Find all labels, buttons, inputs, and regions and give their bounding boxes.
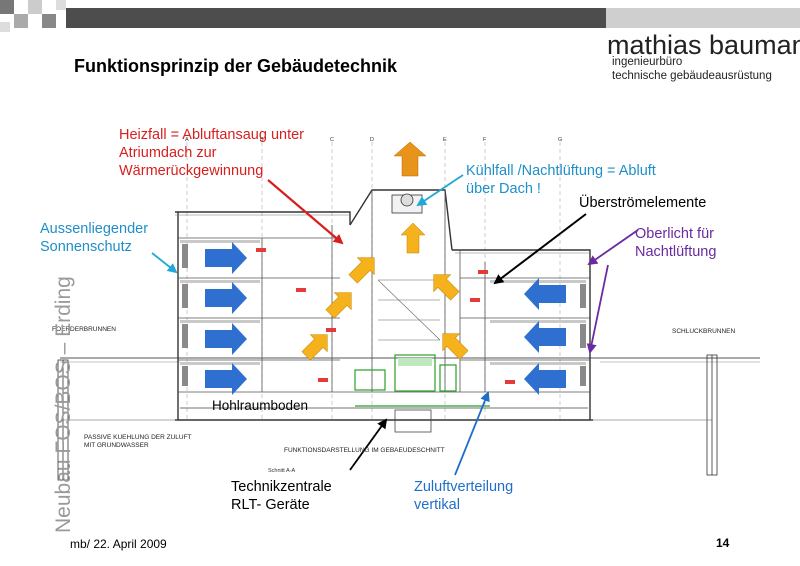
top-decor-bar	[0, 0, 800, 32]
yellow-arrows-group	[301, 222, 469, 361]
label-zuluft-line-2: vertikal	[414, 497, 460, 513]
label-kuehlfall-line-1: Kühlfall /Nachtlüftung = Abluft	[466, 163, 656, 179]
zuluft-pointer	[454, 391, 490, 476]
vertical-project-name: Neubau FOS/BOS – Erding	[52, 276, 75, 533]
yellow-arrow-5	[433, 274, 460, 301]
label-heizfall-line-2: Atriumdach zur	[119, 145, 217, 161]
heizfall-pointer	[267, 179, 344, 245]
blue-arrow-7	[524, 363, 566, 395]
label-schnitt: Schnitt A-A	[268, 468, 296, 474]
blue-arrow-5	[524, 278, 566, 310]
label-ueberstroemelemente: Überströmelemente	[579, 195, 707, 211]
blue-arrow-1	[205, 242, 247, 274]
blue-arrows-group	[205, 242, 566, 395]
label-funktion: FUNKTIONSDARSTELLUNG IM GEBAEUDESCHNITT	[284, 447, 445, 454]
label-zuluftverteilung: Zuluftverteilung vertikal	[414, 478, 513, 514]
ueberstroem-pointer	[493, 213, 587, 285]
label-technikzentrale: Technikzentrale RLT- Geräte	[231, 478, 332, 514]
technikzentrale-pointer	[349, 418, 388, 471]
axis-label-c: C	[330, 137, 334, 143]
label-kuehlfall: Kühlfall /Nachtlüftung = Abluft über Dac…	[466, 162, 656, 198]
label-heizfall-line-1: Heizfall = Abluftansaug unter	[119, 127, 304, 143]
label-hohlraumboden: Hohlraumboden	[212, 398, 309, 413]
yellow-arrow-2	[325, 292, 352, 319]
axis-label-g: G	[558, 137, 563, 143]
brand-name: mathias baumann	[607, 30, 800, 60]
yellow-arrow-1	[348, 257, 375, 284]
oberlicht-pointer-2	[586, 264, 609, 354]
yellow-arrow-4	[400, 222, 426, 254]
label-schluckbrunnen: SCHLUCKBRUNNEN	[672, 328, 736, 335]
label-heizfall: Heizfall = Abluftansaug unter Atriumdach…	[119, 126, 304, 180]
label-technikzentrale-line-2: RLT- Geräte	[231, 497, 310, 513]
label-sonnenschutz: Aussenliegender Sonnenschutz	[40, 220, 148, 256]
label-oberlicht: Oberlicht für Nachtlüftung	[635, 225, 716, 261]
oberlicht-pointer-1	[587, 229, 639, 266]
axis-label-e: E	[443, 137, 447, 143]
blue-arrow-6	[524, 321, 566, 353]
label-passive-2: MIT GRUNDWASSER	[84, 442, 149, 449]
page-title: Funktionsprinzip der Gebäudetechnik	[74, 56, 398, 76]
label-passive-1: PASSIVE KUEHLUNG DER ZULUFT	[84, 434, 192, 441]
brand-subtitle-2: technische gebäudeausrüstung	[612, 70, 772, 82]
blue-arrow-3	[205, 323, 247, 355]
exhaust-up-arrow	[393, 141, 427, 177]
yellow-arrow-3	[301, 334, 328, 361]
axis-label-b: B	[260, 137, 264, 143]
footer-date: mb/ 22. April 2009	[70, 537, 167, 551]
label-zuluft-line-1: Zuluftverteilung	[414, 479, 514, 495]
brand-subtitle-1: ingenieurbüro	[612, 56, 683, 68]
label-oberlicht-line-1: Oberlicht für	[635, 226, 714, 242]
label-foerderbrunnen: FOERDERBRUNNEN	[52, 326, 116, 333]
kuehlfall-pointer	[416, 174, 464, 207]
yellow-arrow-6	[442, 333, 469, 360]
axis-label-f: F	[483, 137, 487, 143]
label-technikzentrale-line-1: Technikzentrale	[231, 479, 332, 495]
label-kuehlfall-line-2: über Dach !	[466, 181, 541, 197]
label-oberlicht-line-2: Nachtlüftung	[635, 244, 717, 260]
label-heizfall-line-3: Wärmerückgewinnung	[119, 163, 264, 179]
blue-arrow-4	[205, 363, 247, 395]
label-sonnenschutz-line-1: Aussenliegender	[40, 221, 149, 237]
blue-arrow-2	[205, 282, 247, 314]
label-sonnenschutz-line-2: Sonnenschutz	[40, 239, 132, 255]
sonnenschutz-pointer	[151, 252, 178, 274]
axis-label-d: D	[370, 137, 374, 143]
page-number: 14	[716, 536, 730, 550]
axis-label-a: A	[185, 137, 189, 143]
